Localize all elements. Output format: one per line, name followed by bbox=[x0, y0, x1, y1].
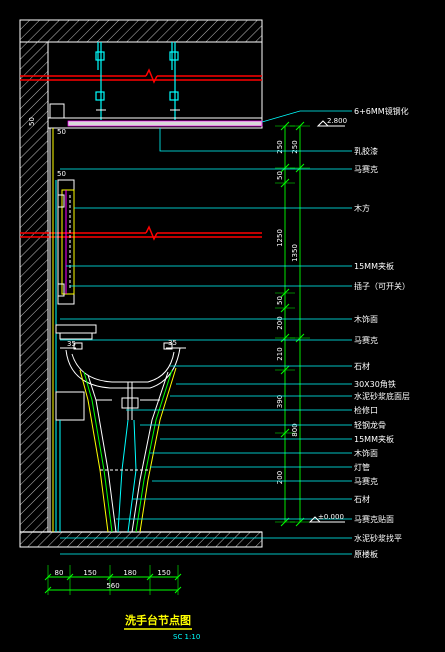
callout-label: 原楼板 bbox=[354, 549, 378, 559]
callout-label: 水泥砂浆找平 bbox=[354, 533, 402, 543]
small-dim-3: 50 bbox=[57, 170, 66, 178]
callout-label: 15MM夹板 bbox=[354, 261, 394, 271]
callout-label: 石材 bbox=[354, 494, 370, 504]
wall-cladding bbox=[49, 128, 75, 532]
small-dim-2: 50 bbox=[57, 128, 66, 136]
dimension-value: 390 bbox=[276, 395, 284, 408]
small-dim-1: 50 bbox=[28, 117, 36, 126]
dimension-value: 1350 bbox=[291, 244, 299, 262]
pedestal bbox=[79, 367, 177, 533]
section-break-lines bbox=[20, 68, 262, 241]
callout-label: 石材 bbox=[354, 361, 370, 371]
drawing-title-block: 洗手台节点图 SC 1:10 bbox=[124, 613, 200, 641]
horizontal-dimensions: 80 150 180 150 560 bbox=[44, 565, 182, 595]
horizontal-dimension-value: 150 bbox=[157, 569, 170, 577]
wash-basin bbox=[60, 342, 186, 420]
horizontal-dimension-value: 150 bbox=[83, 569, 96, 577]
vertical-dimensions: 250 50 1250 50 200 210 390 200 250 1350 800 bbox=[275, 121, 310, 527]
callout-label: 水泥砂浆底面层 bbox=[354, 391, 410, 401]
callout-label: 30X30角铁 bbox=[354, 379, 396, 389]
callout-label: 灯管 bbox=[354, 462, 370, 472]
material-callouts: 6+6MM镜钢化乳胶漆马赛克木方15MM夹板插子（可开关）木饰面马赛克石材30X… bbox=[60, 106, 410, 559]
dimension-value: 200 bbox=[276, 471, 284, 484]
callout-label: 木饰面 bbox=[354, 314, 378, 324]
callout-label: 马赛克 bbox=[354, 476, 378, 486]
level-bottom-text: ±0.000 bbox=[318, 513, 344, 521]
callout-label: 马赛克 bbox=[354, 335, 378, 345]
small-dim-5: 35 bbox=[168, 339, 177, 347]
level-top-text: 2.800 bbox=[327, 117, 347, 125]
under-counter-frame bbox=[55, 391, 85, 532]
callout-label: 检修口 bbox=[354, 405, 378, 415]
horizontal-dimension-value: 80 bbox=[55, 569, 64, 577]
counter-top bbox=[55, 324, 97, 340]
dimension-value: 1250 bbox=[276, 229, 284, 247]
drawing-title: 洗手台节点图 bbox=[125, 613, 191, 627]
ceiling-glass bbox=[47, 103, 263, 129]
dimension-value: 50 bbox=[276, 296, 284, 305]
dimension-value: 50 bbox=[276, 171, 284, 180]
horizontal-total-value: 560 bbox=[106, 582, 119, 590]
callout-label: 马赛克贴面 bbox=[354, 514, 394, 524]
callout-label: 木方 bbox=[354, 203, 370, 213]
drawing-scale: SC 1:10 bbox=[173, 633, 200, 641]
small-dim-4: 35 bbox=[67, 340, 76, 348]
floor-slab bbox=[19, 531, 263, 548]
callout-label: 乳胶漆 bbox=[354, 146, 378, 156]
ceiling-slab bbox=[19, 19, 263, 43]
horizontal-dimension-value: 180 bbox=[123, 569, 136, 577]
level-marks: 2.800 ±0.000 bbox=[308, 117, 347, 523]
callout-label: 15MM夹板 bbox=[354, 434, 394, 444]
pipe-fittings bbox=[95, 42, 179, 120]
dimension-value: 800 bbox=[291, 423, 299, 436]
building-structure bbox=[19, 19, 263, 548]
small-dimensions: 50 50 50 35 35 bbox=[28, 117, 177, 348]
callout-label: 轻钢龙骨 bbox=[354, 420, 386, 430]
callout-label: 插子（可开关） bbox=[354, 281, 410, 291]
dimension-value: 250 bbox=[291, 140, 299, 153]
dimension-value: 250 bbox=[276, 140, 284, 153]
dimension-value: 210 bbox=[276, 347, 284, 360]
callout-label: 木饰面 bbox=[354, 448, 378, 458]
left-wall bbox=[19, 41, 49, 533]
dimension-value: 200 bbox=[276, 316, 284, 329]
callout-label: 6+6MM镜钢化 bbox=[354, 106, 409, 116]
callout-label: 马赛克 bbox=[354, 164, 378, 174]
